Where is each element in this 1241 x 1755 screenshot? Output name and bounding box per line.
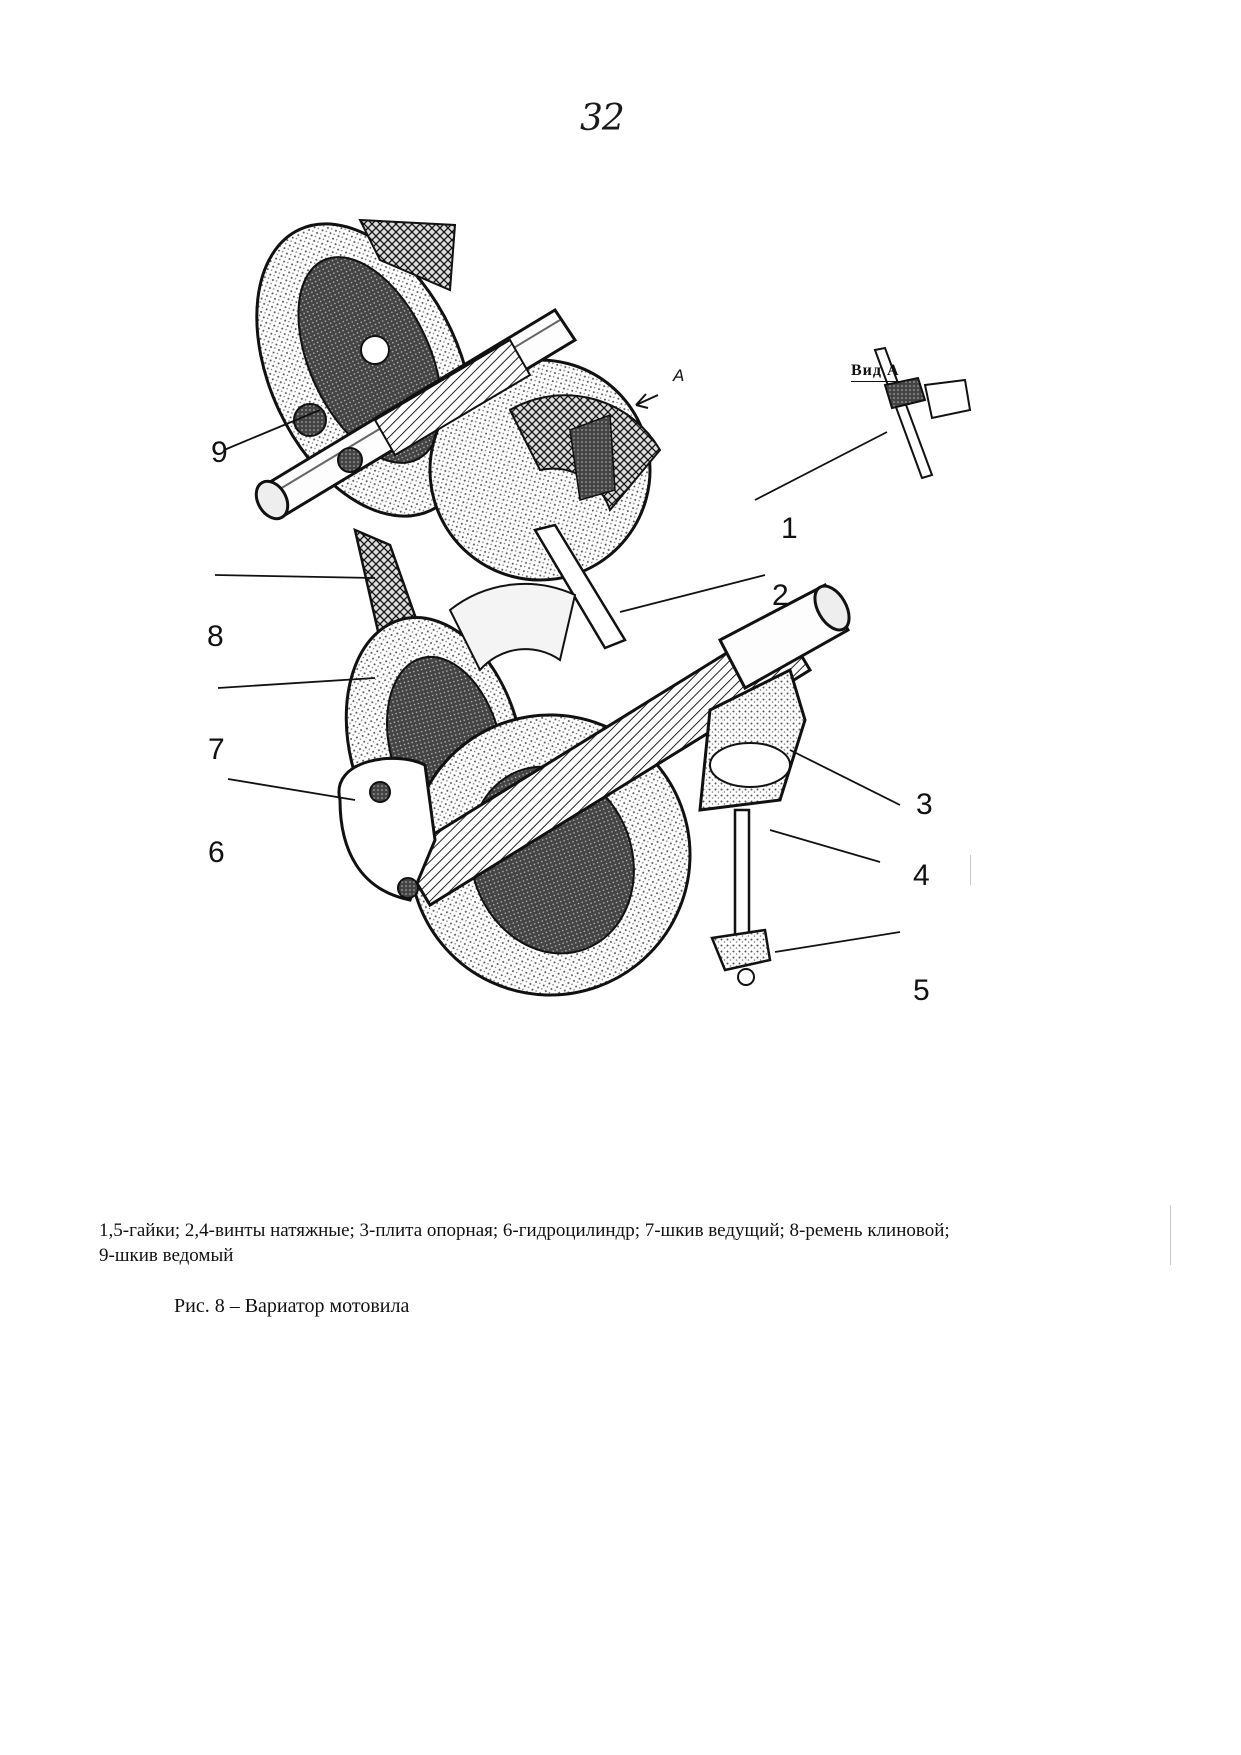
- figure-caption: Рис. 8 – Вариатор мотовила: [174, 1295, 410, 1317]
- variator-illustration: [214, 218, 972, 997]
- support-plate: [698, 667, 807, 812]
- page-number: 32: [580, 98, 625, 139]
- callout-1: 1: [781, 512, 798, 545]
- callout-3: 3: [916, 788, 933, 821]
- view-arrow-label: А: [673, 366, 685, 385]
- legend-line-2: 9-шкив ведомый: [99, 1245, 234, 1266]
- view-arrow: [635, 393, 659, 409]
- legend-line-1: 1,5-гайки; 2,4-винты натяжные; 3-плита о…: [99, 1220, 950, 1241]
- callout-2: 2: [772, 579, 789, 612]
- lower-shaft-assembly: [337, 582, 851, 908]
- tension-bar: [533, 523, 627, 650]
- leader-lines: [214, 409, 901, 953]
- upper-shaft: [254, 307, 578, 521]
- view-a-inset: [873, 346, 972, 480]
- callout-8: 8: [207, 620, 224, 653]
- callout-5: 5: [913, 974, 930, 1007]
- callout-4: 4: [913, 859, 930, 892]
- callout-9: 9: [211, 436, 228, 469]
- figure-legend: 1,5-гайки; 2,4-винты натяжные; 3-плита о…: [99, 1218, 1149, 1268]
- tension-screw: [710, 808, 772, 986]
- callout-7: 7: [208, 733, 225, 766]
- callout-6: 6: [208, 836, 225, 869]
- view-a-label: Вид А: [851, 362, 900, 382]
